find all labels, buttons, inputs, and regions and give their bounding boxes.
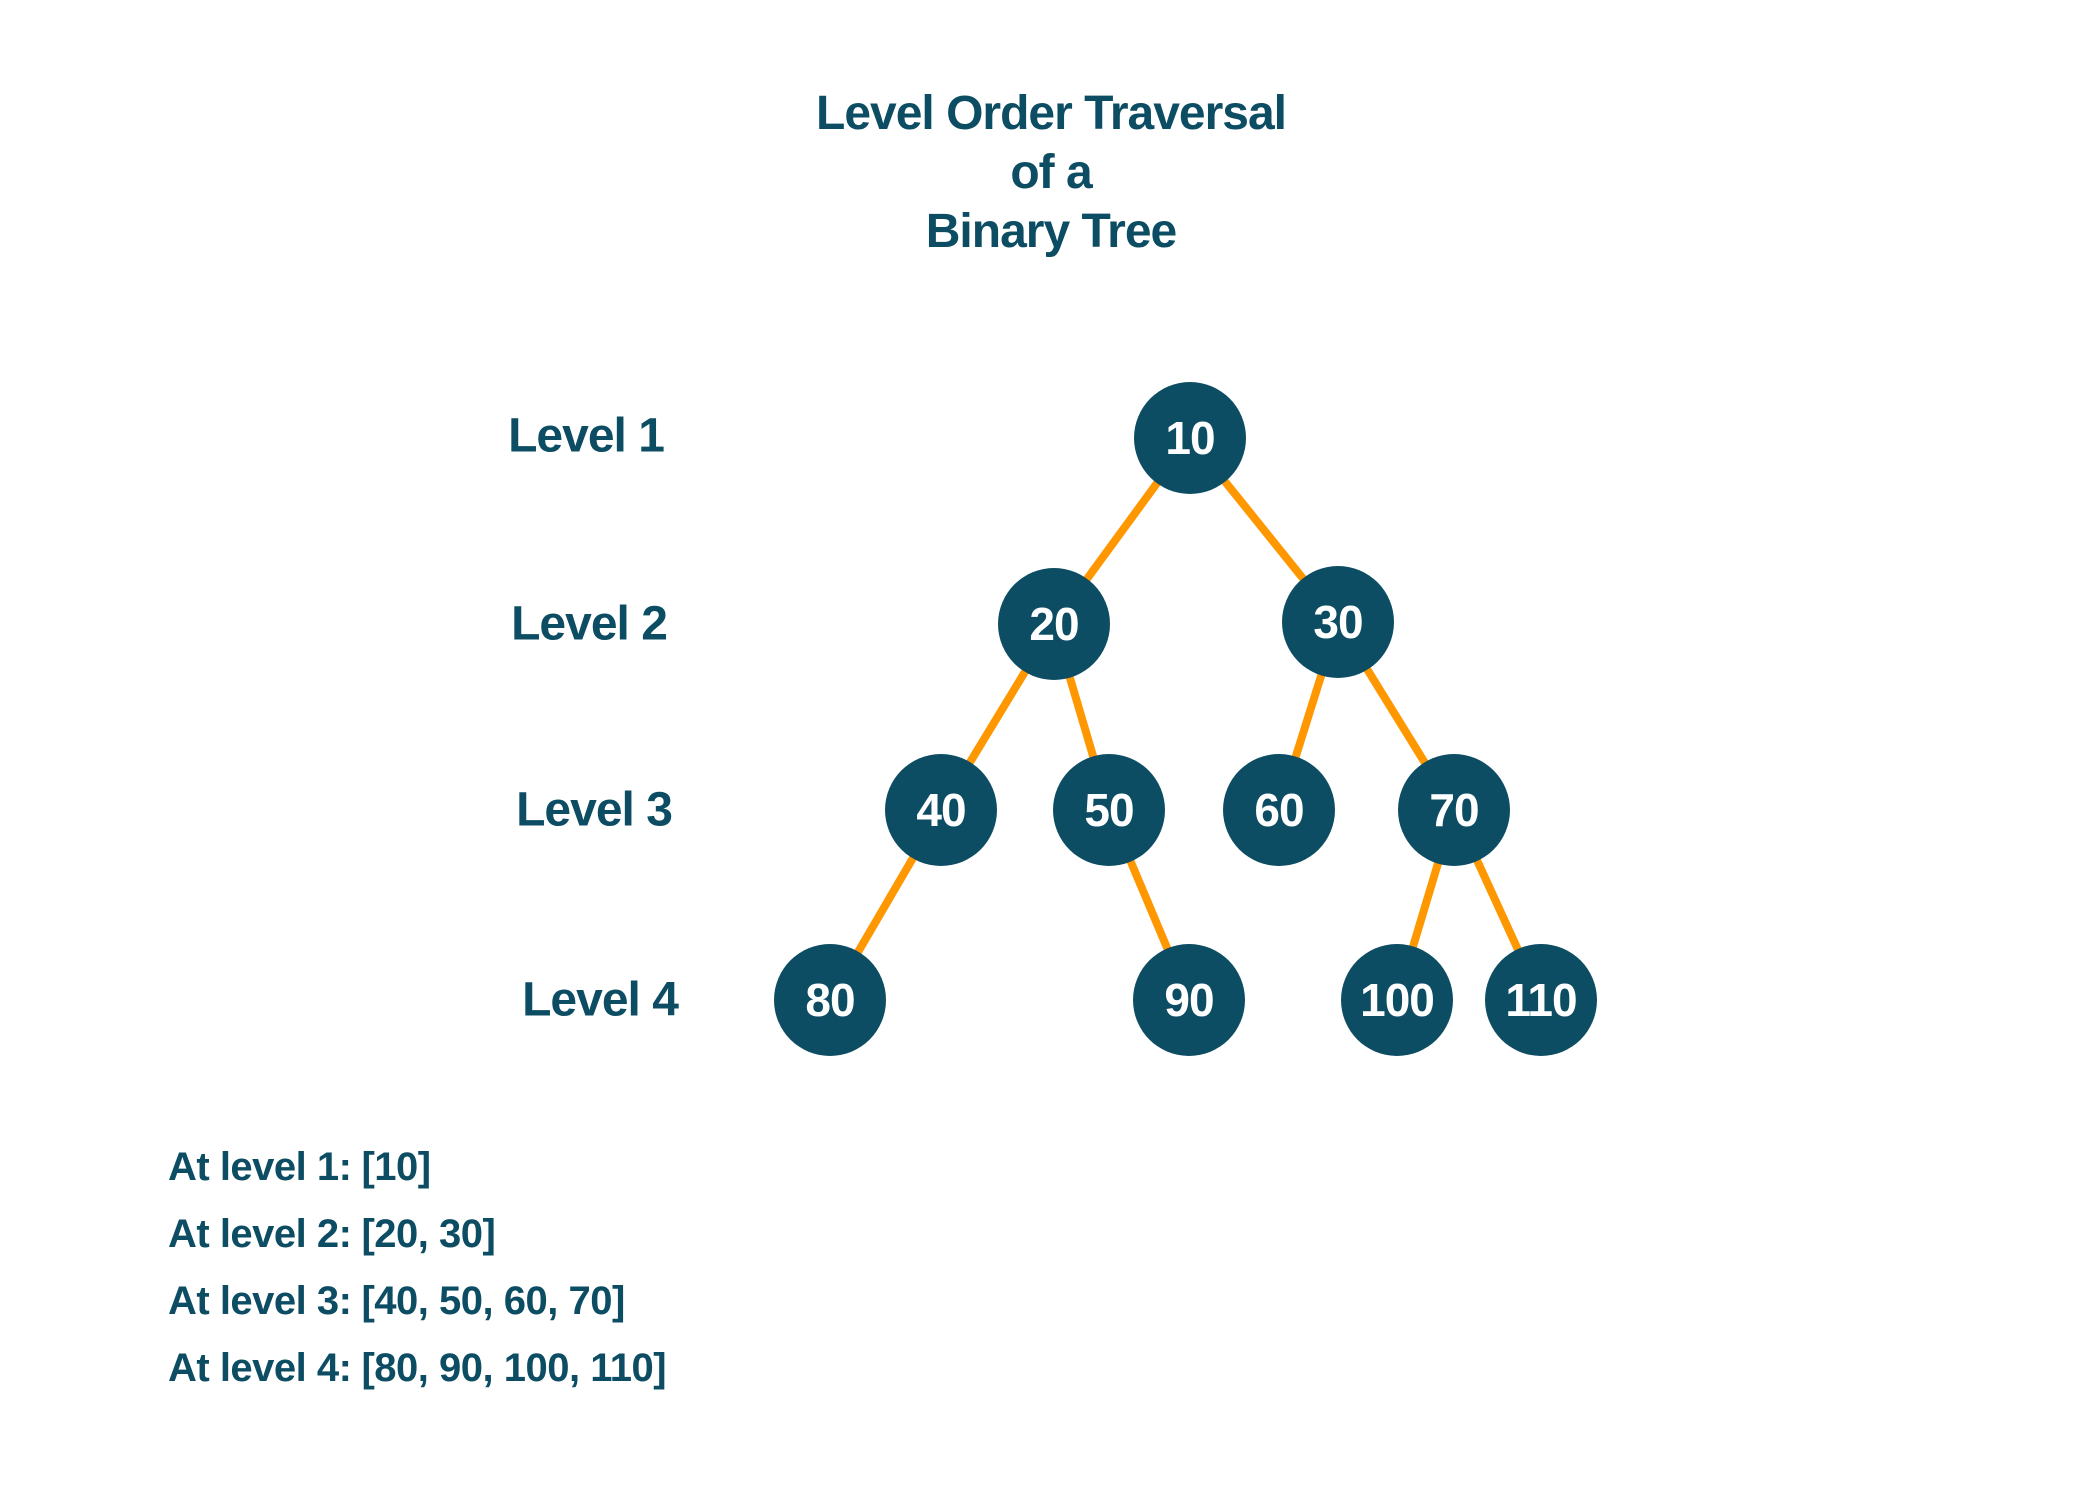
tree-node-100: 100 bbox=[1341, 944, 1453, 1056]
traversal-line-1-label: At level 1: bbox=[168, 1145, 352, 1189]
traversal-line-3-value: [40, 50, 60, 70] bbox=[361, 1279, 625, 1323]
tree-node-10: 10 bbox=[1134, 382, 1246, 494]
title-line-1: Level Order Traversal bbox=[816, 87, 1287, 140]
traversal-line-4-label: At level 4: bbox=[168, 1346, 352, 1390]
tree-node-20: 20 bbox=[998, 568, 1110, 680]
tree-node-80: 80 bbox=[774, 944, 886, 1056]
tree-node-40: 40 bbox=[885, 754, 997, 866]
traversal-line-3: At level 3:[40, 50, 60, 70] bbox=[168, 1268, 666, 1335]
level-4-label: Level 4 bbox=[522, 973, 679, 1027]
traversal-results: At level 1:[10] At level 2:[20, 30] At l… bbox=[168, 1134, 667, 1402]
tree-node-110: 110 bbox=[1485, 944, 1597, 1056]
traversal-line-4-value: [80, 90, 100, 110] bbox=[361, 1346, 667, 1390]
traversal-line-1: At level 1:[10] bbox=[168, 1134, 666, 1201]
traversal-line-3-label: At level 3: bbox=[168, 1279, 352, 1323]
diagram-title: Level Order Traversal of a Binary Tree bbox=[816, 84, 1287, 261]
traversal-line-2-label: At level 2: bbox=[168, 1212, 352, 1256]
tree-node-50: 50 bbox=[1053, 754, 1165, 866]
tree-node-30: 30 bbox=[1282, 566, 1394, 678]
level-3-label: Level 3 bbox=[516, 783, 673, 837]
tree-node-60: 60 bbox=[1223, 754, 1335, 866]
tree-node-70: 70 bbox=[1398, 754, 1510, 866]
traversal-line-2: At level 2:[20, 30] bbox=[168, 1201, 666, 1268]
tree-node-90: 90 bbox=[1133, 944, 1245, 1056]
title-line-3: Binary Tree bbox=[925, 205, 1177, 258]
level-1-label: Level 1 bbox=[508, 409, 665, 463]
traversal-line-4: At level 4:[80, 90, 100, 110] bbox=[168, 1335, 667, 1402]
traversal-line-2-value: [20, 30] bbox=[361, 1212, 496, 1256]
title-line-2: of a bbox=[1010, 146, 1092, 199]
level-2-label: Level 2 bbox=[511, 597, 668, 651]
traversal-line-1-value: [10] bbox=[361, 1145, 431, 1189]
